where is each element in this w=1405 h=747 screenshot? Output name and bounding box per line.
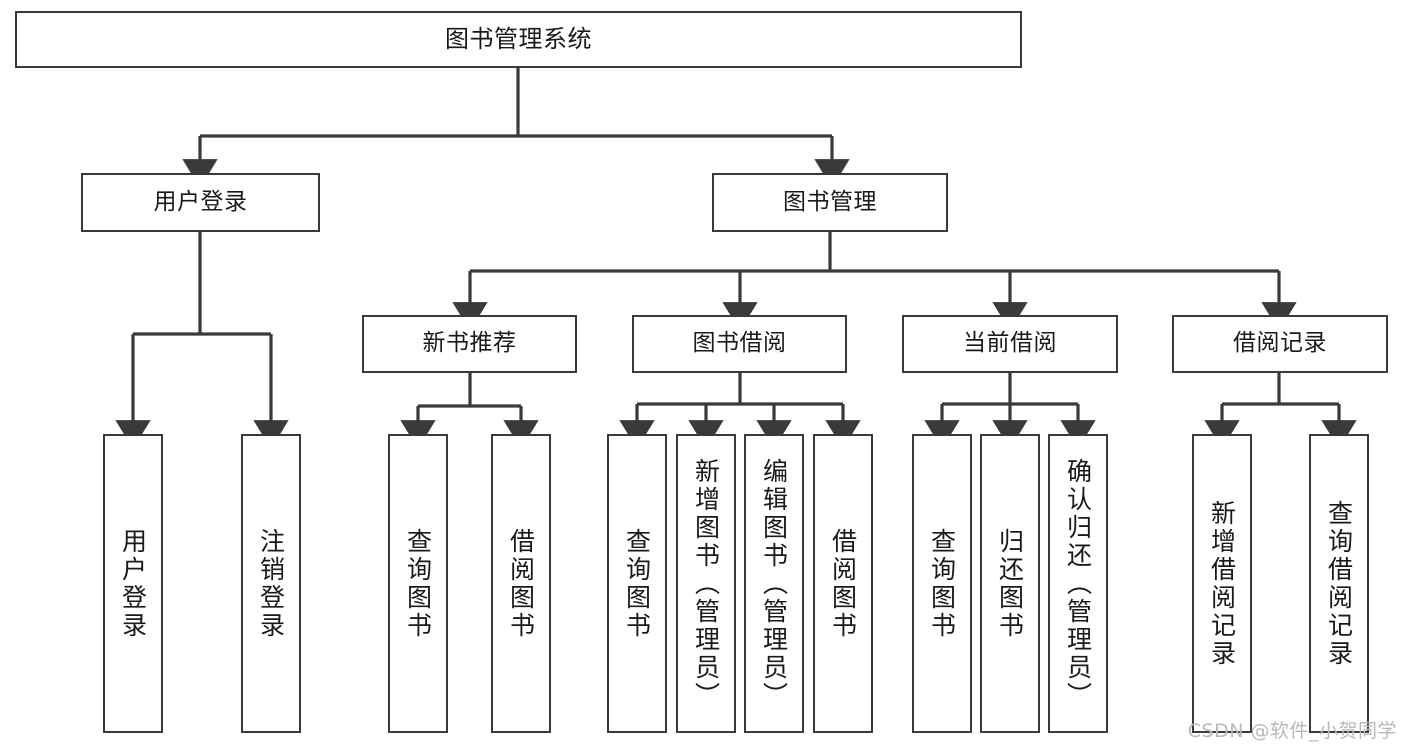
node-label: 图书管理系统 <box>445 25 592 54</box>
node-label: 查询图书 <box>927 527 957 640</box>
node-label: 查询借阅记录 <box>1324 499 1354 668</box>
leaf-borrow-book-new-book[interactable]: 借阅图书 <box>491 434 551 733</box>
node-label: 借阅图书 <box>506 527 536 640</box>
leaf-user-login[interactable]: 用户登录 <box>103 434 163 733</box>
node-label: 确认归还（管理员） <box>1063 457 1093 710</box>
node-borrowing-record[interactable]: 借阅记录 <box>1172 315 1388 373</box>
node-label: 新增图书（管理员） <box>691 457 721 710</box>
node-label: 图书借阅 <box>692 330 787 357</box>
leaf-return-book[interactable]: 归还图书 <box>980 434 1040 733</box>
node-label: 注销登录 <box>256 527 286 640</box>
leaf-confirm-return-admin[interactable]: 确认归还（管理员） <box>1048 434 1108 733</box>
node-label: 图书管理 <box>783 188 877 215</box>
node-label: 当前借阅 <box>963 330 1057 357</box>
leaf-edit-book-admin[interactable]: 编辑图书（管理员） <box>744 434 804 733</box>
node-label: 查询图书 <box>622 527 652 640</box>
watermark-text: CSDN @软件_小贺同学 <box>1187 720 1397 742</box>
leaf-query-borrowing-record[interactable]: 查询借阅记录 <box>1309 434 1369 733</box>
node-book-management[interactable]: 图书管理 <box>712 173 948 232</box>
node-label: 借阅图书 <box>828 527 858 640</box>
node-label: 用户登录 <box>118 527 148 640</box>
leaf-add-book-admin[interactable]: 新增图书（管理员） <box>676 434 736 733</box>
leaf-query-book-current[interactable]: 查询图书 <box>912 434 972 733</box>
leaf-query-book-borrowing[interactable]: 查询图书 <box>607 434 667 733</box>
leaf-borrow-book-borrowing[interactable]: 借阅图书 <box>813 434 873 733</box>
node-label: 借阅记录 <box>1233 330 1327 357</box>
node-label: 归还图书 <box>995 527 1025 640</box>
node-book-borrowing[interactable]: 图书借阅 <box>632 315 847 373</box>
node-label: 用户登录 <box>153 188 248 215</box>
node-current-borrowing[interactable]: 当前借阅 <box>902 315 1118 373</box>
node-root-book-management-system[interactable]: 图书管理系统 <box>15 11 1022 68</box>
node-user-login[interactable]: 用户登录 <box>81 173 320 232</box>
leaf-logout[interactable]: 注销登录 <box>241 434 301 733</box>
node-label: 查询图书 <box>403 527 433 640</box>
node-label: 新增借阅记录 <box>1207 499 1237 668</box>
leaf-add-borrowing-record[interactable]: 新增借阅记录 <box>1192 434 1252 733</box>
node-new-book-recommendation[interactable]: 新书推荐 <box>362 315 577 373</box>
leaf-query-book-new-book[interactable]: 查询图书 <box>388 434 448 733</box>
node-label: 新书推荐 <box>422 330 517 357</box>
node-label: 编辑图书（管理员） <box>759 457 789 710</box>
